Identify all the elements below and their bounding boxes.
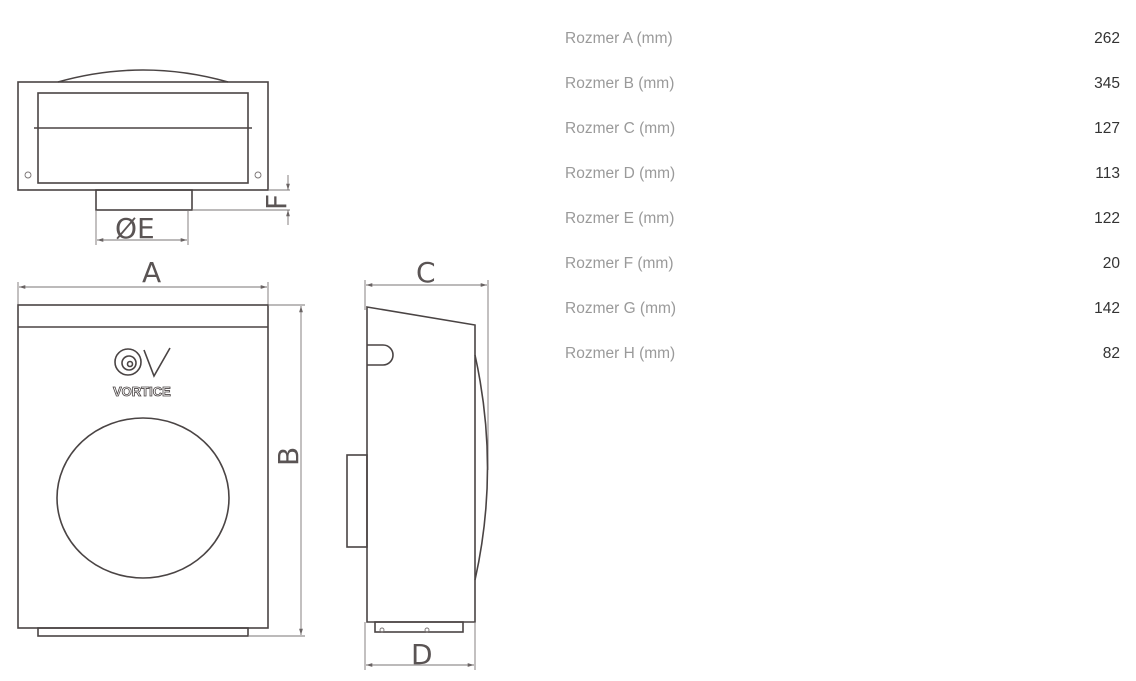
- spec-row-a: Rozmer A (mm) 262: [565, 28, 1120, 73]
- spec-label: Rozmer E (mm): [565, 210, 675, 227]
- dimension-label-a: A: [142, 256, 161, 289]
- spec-value: 122: [1094, 210, 1120, 227]
- spec-row-f: Rozmer F (mm) 20: [565, 253, 1120, 298]
- dimension-label-b: B: [272, 447, 305, 466]
- spec-row-d: Rozmer D (mm) 113: [565, 163, 1120, 208]
- side-view: C D: [346, 256, 489, 671]
- spec-value: 345: [1094, 75, 1120, 92]
- spec-row-c: Rozmer C (mm) 127: [565, 118, 1120, 163]
- spec-row-h: Rozmer H (mm) 82: [565, 343, 1120, 388]
- spec-label: Rozmer C (mm): [565, 120, 676, 137]
- spec-value: 82: [1102, 345, 1120, 362]
- spec-row-b: Rozmer B (mm) 345: [565, 73, 1120, 118]
- spec-label: Rozmer A (mm): [565, 30, 673, 47]
- spec-label: Rozmer B (mm): [565, 75, 675, 92]
- spec-label: Rozmer G (mm): [565, 300, 677, 317]
- front-view: A VORTICE B: [17, 256, 305, 637]
- spec-value: 20: [1102, 255, 1120, 272]
- spec-label: Rozmer H (mm): [565, 345, 676, 362]
- spec-row-g: Rozmer G (mm) 142: [565, 298, 1120, 343]
- spec-label: Rozmer F (mm): [565, 255, 674, 272]
- spec-label: Rozmer D (mm): [565, 165, 676, 182]
- logo-text: VORTICE: [113, 384, 171, 399]
- spec-value: 127: [1094, 120, 1120, 137]
- spec-value: 262: [1094, 30, 1120, 47]
- spec-row-e: Rozmer E (mm) 122: [565, 208, 1120, 253]
- technical-drawing: ØE F A VORTICE B C D: [17, 69, 489, 671]
- dimension-label-e: ØE: [115, 212, 155, 245]
- dimension-label-f: F: [260, 194, 293, 210]
- top-view: ØE F: [17, 69, 293, 245]
- dimension-table: Rozmer A (mm) 262 Rozmer B (mm) 345 Rozmer…: [565, 28, 1120, 388]
- dimension-label-d: D: [411, 638, 433, 671]
- spec-value: 113: [1095, 165, 1120, 182]
- spec-value: 142: [1094, 300, 1120, 317]
- dimension-label-c: C: [416, 256, 436, 289]
- vortice-logo: VORTICE: [113, 347, 172, 399]
